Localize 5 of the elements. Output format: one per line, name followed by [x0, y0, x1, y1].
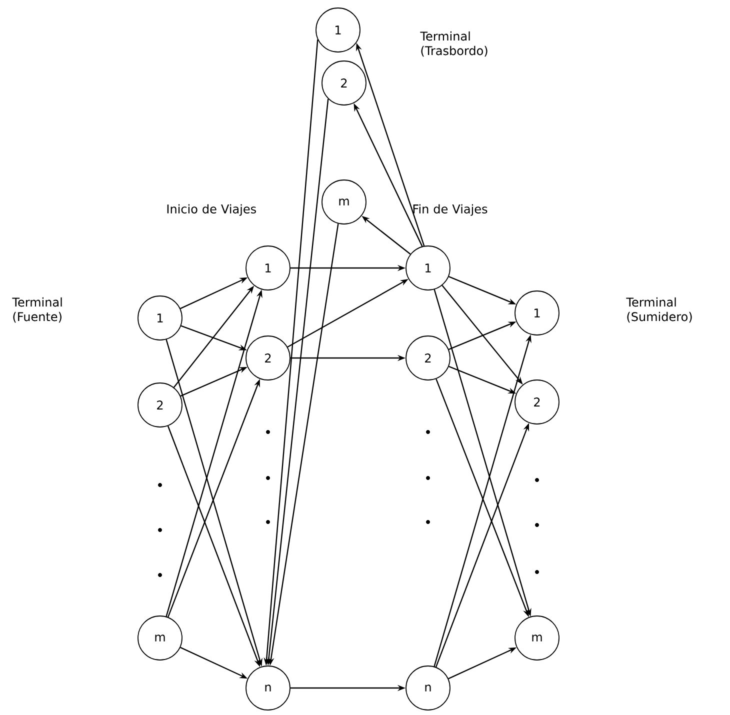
column-heading: Terminal (Sumidero)	[626, 297, 692, 323]
column-heading: Terminal (Fuente)	[12, 297, 62, 323]
column-heading: Inicio de Viajes	[167, 204, 256, 216]
column-heading: Fin de Viajes	[413, 204, 488, 216]
column-heading: Terminal (Trasbordo)	[420, 31, 488, 57]
